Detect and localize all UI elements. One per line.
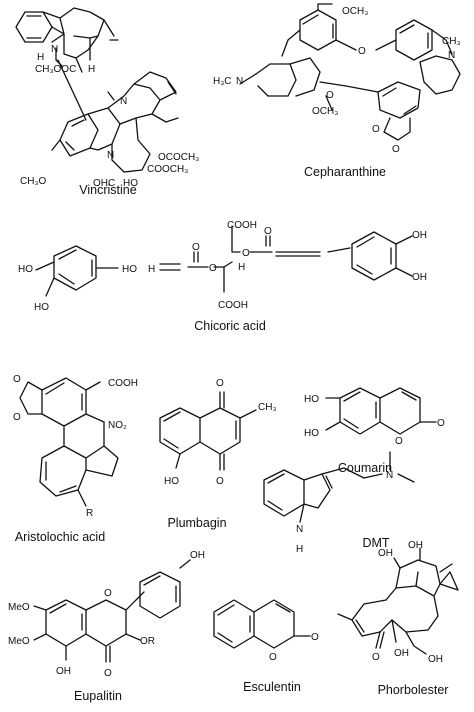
aristolochic-atom-o1: O: [13, 374, 21, 385]
cepharanthine-atom-h3c: H₃C: [213, 76, 232, 87]
chicoric-atom-ho-chain: HO: [122, 264, 137, 275]
cepharanthine-atom-ch3-right: CH₃: [442, 36, 461, 47]
chicoric-atom-oh-r2: OH: [412, 272, 427, 283]
chicoric-atom-oh-r1: OH: [412, 230, 427, 241]
coumarin-atom-ho1: HO: [304, 394, 319, 405]
chicoric-atom-h-right: H: [238, 262, 245, 273]
aristolochic-atom-no2: NO₂: [108, 420, 127, 431]
phorbolester-name: Phorbolester: [378, 683, 449, 697]
chicoric-atom-o-ester2: O: [242, 248, 250, 259]
cepharanthine-atom-o-diox1: O: [372, 124, 380, 135]
dmt-name: DMT: [362, 536, 389, 550]
chicoric-atom-h-left: H: [148, 264, 155, 275]
phorbolester-structure: OH OH OH OH O Phorbolester: [337, 540, 459, 697]
eupalitin-atom-meo2: MeO: [8, 636, 30, 647]
chicoric-atom-o-carb1: O: [192, 242, 200, 253]
chicoric-atom-cooh-top: COOH: [227, 220, 257, 231]
plumbagin-structure: O O CH₃ HO Plumbagin: [159, 378, 277, 530]
vincristine-atom-cooch3: COOCH₃: [147, 164, 188, 175]
esculentin-atom-o-carb: O: [311, 632, 319, 643]
eupalitin-atom-o-carb: O: [104, 668, 112, 679]
plumbagin-atom-ch3: CH₃: [258, 402, 277, 413]
cepharanthine-atom-och3-mid: OCH₃: [312, 106, 338, 117]
esculentin-atom-o-ring: O: [269, 652, 277, 663]
vincristine-atom-h-indole: H: [37, 52, 44, 63]
vincristine-atom-methoxy: CH₃O: [20, 176, 47, 187]
vincristine-atom-n-bridge: N: [120, 96, 127, 107]
eupalitin-structure: OH MeO MeO OH O O OR Eupalitin: [8, 550, 205, 703]
plumbagin-name: Plumbagin: [167, 516, 226, 530]
coumarin-name: Coumarin: [338, 461, 392, 475]
cepharanthine-atom-o-diox2: O: [392, 144, 400, 155]
esculentin-name-label: Esculentin: [243, 680, 301, 694]
chicoric-acid-structure: HO HO HO H COOH COOH O O O O H OH OH Chi…: [18, 220, 427, 333]
eupalitin-atom-meo1: MeO: [8, 602, 30, 613]
cepharanthine-atom-o-bridge1: O: [358, 46, 366, 57]
vincristine-atom-ohc: OHC: [93, 178, 115, 189]
plumbagin-atom-o-bottom: O: [216, 476, 224, 487]
phorbolester-atom-oh2: OH: [378, 548, 393, 559]
phorbolester-atom-o: O: [372, 652, 380, 663]
phorbolester-atom-oh3: OH: [394, 648, 409, 659]
cepharanthine-atom-och3-top: OCH₃: [342, 6, 368, 17]
phorbolester-atom-oh1: OH: [408, 540, 423, 551]
eupalitin-atom-oh-bottom: OH: [56, 666, 71, 677]
eupalitin-atom-o-ring: O: [104, 588, 112, 599]
coumarin-atom-o-carb: O: [437, 418, 445, 429]
coumarin-atom-o-ring: O: [395, 436, 403, 447]
cepharanthine-name: Cepharanthine: [304, 165, 386, 179]
phorbolester-atom-oh4: OH: [428, 654, 443, 665]
coumarin-atom-ho2: HO: [304, 428, 319, 439]
dmt-atom-n-indole: N: [296, 524, 303, 535]
vincristine-name: Vincristine: [79, 183, 136, 197]
chicoric-atom-ho-bottom: HO: [34, 302, 49, 313]
cepharanthine-structure: OCH₃ O N H₃C N CH₃ O OCH₃ O O Cepharanth…: [213, 3, 461, 179]
chicoric-atom-o-ester1: O: [209, 263, 217, 274]
vincristine-atom-ester-top: CH₃OOC: [35, 64, 76, 75]
chicoric-atom-ho-top: HO: [18, 264, 33, 275]
aristolochic-atom-o2: O: [13, 412, 21, 423]
plumbagin-atom-ho: HO: [164, 476, 179, 487]
aristolochic-acid-name: Aristolochic acid: [15, 530, 105, 544]
vincristine-atom-h-top: H: [88, 64, 95, 75]
coumarin-structure: HO HO O O Coumarin: [304, 387, 445, 475]
vincristine-atom-ococh3: OCOCH₃: [158, 152, 199, 163]
chicoric-atom-cooh-bottom: COOH: [218, 300, 248, 311]
dmt-atom-h: H: [296, 544, 303, 555]
vincristine-atom-n-aryl: N: [107, 150, 114, 161]
eupalitin-atom-oh-top: OH: [190, 550, 205, 561]
eupalitin-name: Eupalitin: [74, 689, 122, 703]
aristolochic-atom-cooh: COOH: [108, 378, 138, 389]
dmt-atom-n-amine: N: [386, 470, 393, 481]
cepharanthine-atom-n-left: N: [236, 76, 243, 87]
vincristine-atom-n-indole: N: [51, 44, 58, 55]
plumbagin-atom-o-top: O: [216, 378, 224, 389]
chicoric-atom-o-carb2: O: [264, 226, 272, 237]
eupalitin-atom-or: OR: [140, 636, 155, 647]
chicoric-acid-name: Chicoric acid: [194, 319, 266, 333]
aristolochic-atom-r: R: [86, 508, 93, 519]
vincristine-atom-hydroxy: HO: [123, 178, 138, 189]
dmt-structure: N N H DMT: [263, 451, 415, 555]
esculentin-structure: O O Phorbolester Esculentin: [213, 599, 319, 694]
vincristine-structure: N H CH₃OOC H N CH₃O N OHC HO OCOCH₃ COOC…: [15, 7, 199, 197]
cepharanthine-atom-o-bridge2: O: [326, 90, 334, 101]
aristolochic-acid-structure: COOH NO₂ O O R Aristolochic acid: [13, 374, 138, 544]
cepharanthine-atom-n-right: N: [448, 50, 455, 61]
